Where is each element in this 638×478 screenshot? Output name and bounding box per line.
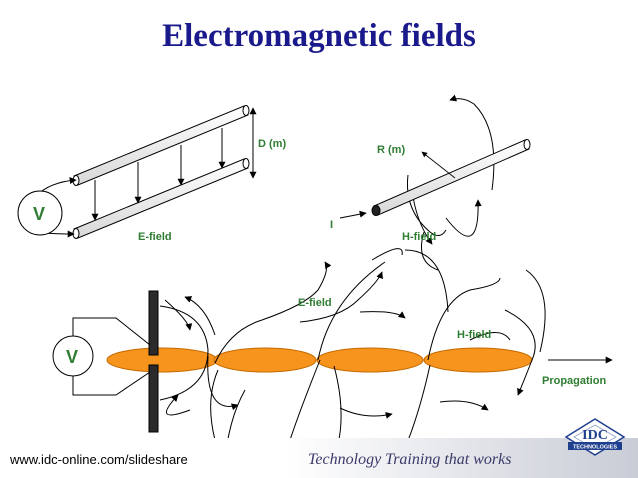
antenna-group: [52, 248, 613, 469]
logo-subtext: TECHNOLOGIES: [573, 445, 617, 451]
h-field-label-top: H-field: [402, 231, 436, 243]
page-title: Electromagnetic fields: [162, 18, 476, 54]
v-label-bottom: V: [66, 347, 78, 367]
propagation-label: Propagation: [542, 375, 606, 387]
v-source-bottom: [52, 317, 151, 396]
idc-logo: IDC TECHNOLOGIES: [564, 418, 626, 456]
current-arrow: [339, 210, 367, 219]
antenna-plates: [148, 290, 159, 433]
r-label: R (m): [377, 144, 405, 156]
footer-bar: [0, 438, 638, 478]
d-label: D (m): [258, 138, 286, 150]
single-wire-group: [339, 94, 531, 271]
e-field-label-top: E-field: [138, 231, 172, 243]
v-source-top: [17, 176, 77, 238]
footer-tagline: Technology Training that works: [308, 451, 512, 468]
logo-text: IDC: [582, 428, 608, 443]
radiation-curves: [159, 248, 546, 469]
lobes: [106, 347, 533, 373]
h-field-label-bottom: H-field: [457, 329, 491, 341]
parallel-wires-group: [17, 105, 257, 239]
e-field-arrows-top: [91, 128, 226, 221]
single-wire: [371, 139, 531, 216]
v-label-top: V: [33, 204, 45, 224]
current-label: I: [330, 219, 333, 231]
e-field-label-bottom: E-field: [298, 297, 332, 309]
r-dimension: [421, 151, 456, 179]
footer-url: www.idc-online.com/slideshare: [10, 452, 188, 467]
h-field-loops-top: [406, 94, 495, 271]
